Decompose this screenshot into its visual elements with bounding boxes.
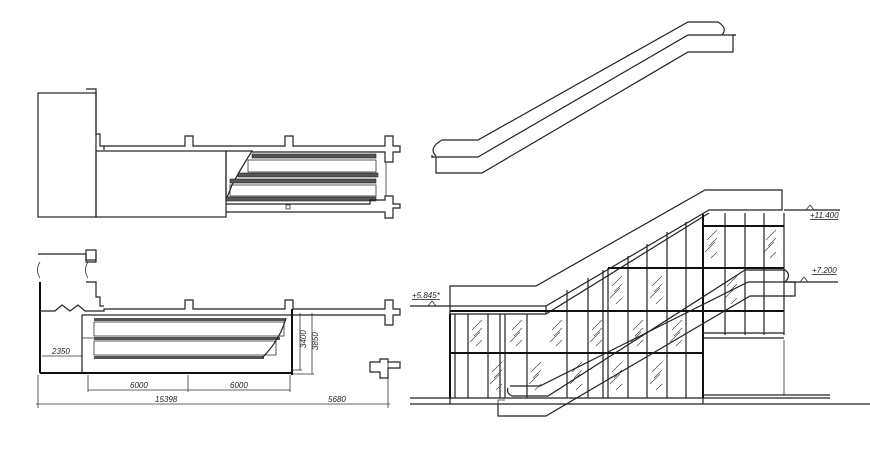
level-top: +11.400 (810, 211, 839, 220)
level-canopy-low: +5.845* (412, 291, 441, 300)
dim-offset-left: 2350 (51, 347, 70, 356)
escalator-profile-view (431, 21, 736, 174)
dim-width-outer: 3850 (311, 332, 320, 350)
level-upper-landing: +7.200 (812, 266, 837, 275)
dim-bay-2: 6000 (230, 381, 248, 390)
floor-plan-view: 2350 6000 6000 15398 5680 3400 3850 (36, 249, 401, 408)
dim-right-extension: 5680 (328, 395, 346, 404)
dim-width-inner: 3400 (299, 330, 308, 348)
floor-top-wall (40, 299, 401, 326)
roof-band (449, 189, 783, 307)
top-plan-view (37, 88, 401, 219)
left-hatched-block (37, 92, 97, 218)
top-wall (104, 135, 401, 163)
dim-bay-1: 6000 (130, 381, 148, 390)
dim-overall: 15398 (155, 395, 178, 404)
glazed-elevation-view: +11.400 +7.200 +5.845* (410, 189, 870, 417)
canopy-hatched-block (95, 150, 227, 218)
